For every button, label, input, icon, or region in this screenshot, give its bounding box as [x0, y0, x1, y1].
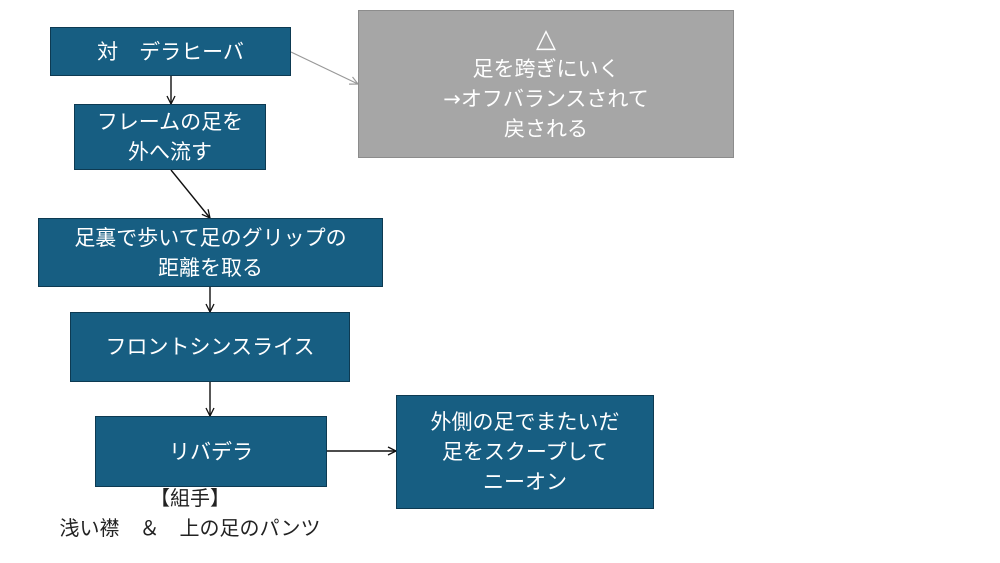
triangle-mark: △ [536, 24, 556, 54]
grip-note-text: 浅い襟 ＆ 上の足のパンツ [59, 516, 321, 540]
node-text: フレームの足を [96, 110, 244, 134]
node-alternative: △ 足を跨ぎにいく →オフバランスされて 戻される [358, 10, 734, 158]
node-text: →オフバランスされて [443, 87, 649, 111]
node-text: 外へ流す [128, 140, 212, 164]
node-start: 対 デラヒーバ [50, 27, 291, 76]
grip-note-title: 【組手】 [150, 486, 230, 510]
node-text: 足裏で歩いて足のグリップの [74, 225, 347, 250]
node-text: 足をスクープして [441, 440, 609, 464]
node-reverse-dela: リバデラ [95, 416, 327, 487]
node-text: リバデラ [169, 439, 253, 464]
node-text: 距離を取る [158, 255, 263, 280]
arrow-start-to-alt [290, 51, 358, 84]
node-sole-walk: 足裏で歩いて足のグリップの 距離を取る [38, 218, 383, 287]
node-frame-foot: フレームの足を 外へ流す [74, 104, 266, 170]
node-text: 外側の足でまたいだ [430, 410, 620, 434]
node-text: 足を跨ぎにいく [472, 57, 620, 81]
node-text: フロントシンスライス [105, 335, 315, 359]
node-front-shin: フロントシンスライス [70, 312, 350, 382]
node-text: 戻される [504, 117, 588, 141]
node-text: 対 デラヒーバ [97, 39, 244, 64]
grip-note: 【組手】 浅い襟 ＆ 上の足のパンツ [20, 483, 360, 543]
arrow-frame-to-sole [170, 169, 210, 218]
node-text: ニーオン [483, 470, 567, 494]
node-knee-on: 外側の足でまたいだ 足をスクープして ニーオン [396, 395, 654, 509]
